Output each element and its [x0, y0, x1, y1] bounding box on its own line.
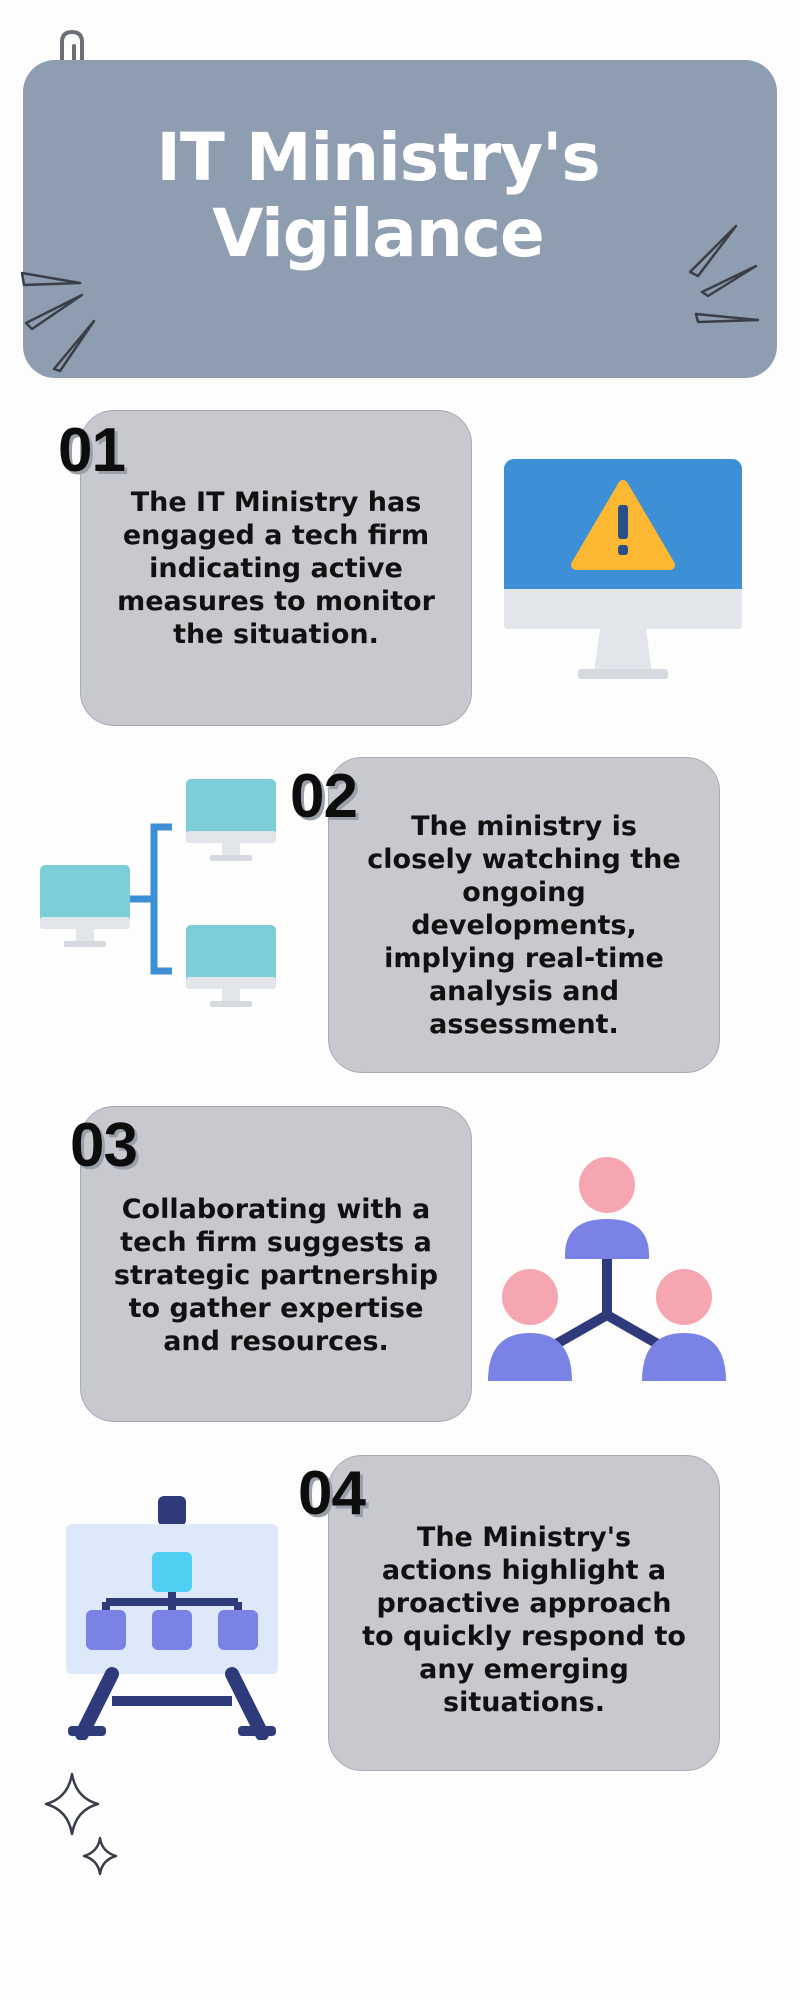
monitor-warning-icon [504, 459, 742, 679]
network-computers-icon [40, 779, 276, 1007]
step-card-3 [80, 1106, 472, 1422]
burst-lines-right-decoration [688, 224, 760, 324]
step-text-4: The Ministry's actions highlight a proac… [362, 1522, 686, 1718]
team-network-icon [488, 1157, 726, 1381]
page-title: IT Ministry's Vigilance [23, 120, 733, 272]
burst-lines-left-decoration [20, 271, 96, 373]
header-banner [23, 60, 777, 378]
step-card-4 [328, 1455, 720, 1771]
sparkle-icon [44, 1772, 118, 1876]
org-chart-board-icon [66, 1496, 278, 1740]
title-line-1: IT Ministry's [156, 119, 600, 196]
step-card-1 [80, 410, 472, 726]
step-text-3: Collaborating with a tech firm suggests … [113, 1193, 439, 1357]
step-text-1: The IT Ministry has engaged a tech firm … [117, 486, 435, 650]
title-line-2: Vigilance [212, 195, 544, 272]
step-number-4: 04 [298, 1459, 366, 1528]
step-number-3: 03 [70, 1111, 138, 1180]
step-number-2: 02 [290, 762, 358, 831]
step-card-2 [328, 757, 720, 1073]
step-text-2: The ministry is closely watching the ong… [367, 810, 681, 1040]
step-number-1: 01 [58, 416, 126, 485]
